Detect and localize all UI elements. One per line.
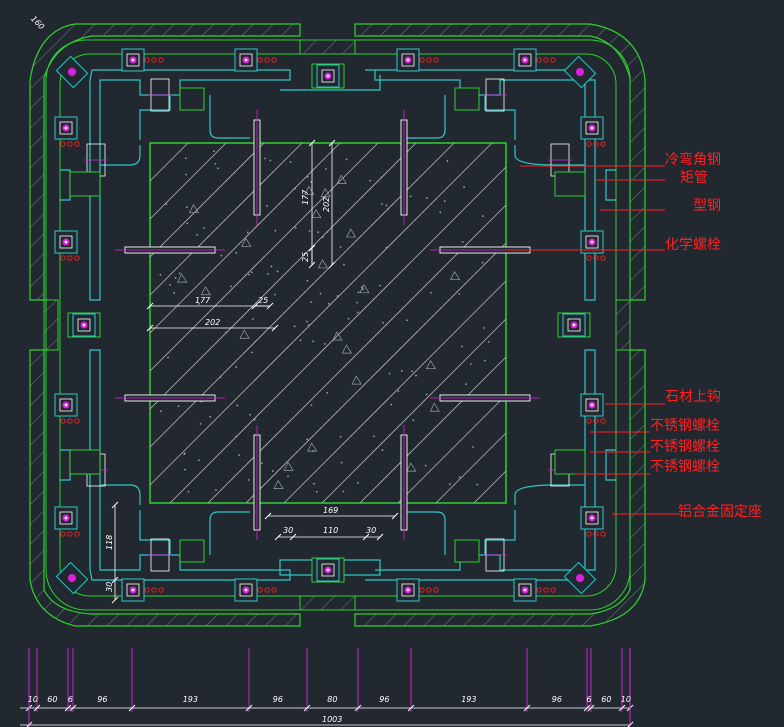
annotation-labels: 冷弯角钢 矩管 型钢 化学螺栓 石材上钩 不锈钢螺栓 不锈钢螺栓 不锈钢螺栓 铝…: [650, 151, 762, 520]
label-stone-hook: 石材上钩: [665, 389, 721, 405]
dim-h-202: 202: [205, 318, 220, 327]
label-cold-bent-angle: 冷弯角钢: [665, 151, 721, 168]
dim-b-169: 169: [323, 506, 338, 515]
stone-cladding: [29, 23, 646, 627]
dim-total: 1003: [322, 715, 342, 724]
dim-b-30a: 30: [283, 526, 293, 535]
label-ss-bolt-2: 不锈钢螺栓: [650, 439, 720, 455]
dim-bottom-0: 10: [28, 695, 38, 704]
label-alu-base: 铝合金固定座: [678, 504, 762, 520]
label-rect-tube: 矩管: [680, 170, 708, 186]
label-ss-bolt-1: 不锈钢螺栓: [650, 418, 720, 434]
dim-bottom-8: 193: [461, 695, 476, 704]
dimension-texts: 160 177 25 202 177 202 25 169 30 110 30 …: [28, 14, 631, 724]
label-section-steel: 型钢: [693, 198, 721, 214]
dim-v-25: 25: [301, 252, 310, 262]
dimension-lines: [20, 143, 630, 726]
label-ss-bolt-3: 不锈钢螺栓: [650, 459, 720, 475]
dim-b-30b: 30: [366, 526, 376, 535]
brackets: [54, 48, 606, 602]
dim-corner: 160: [29, 14, 46, 31]
dim-bottom-7: 96: [379, 695, 389, 704]
dim-bottom-2: 6: [68, 695, 73, 704]
dimension-ticks: [25, 139, 634, 727]
dim-bottom-9: 96: [552, 695, 562, 704]
dim-b-110: 110: [323, 526, 338, 535]
dim-bottom-6: 80: [327, 695, 337, 704]
dim-bottom-4: 193: [183, 695, 198, 704]
concrete-column: [149, 142, 507, 504]
dim-left-30: 30: [105, 582, 114, 592]
dim-bottom-1: 60: [47, 695, 57, 704]
leader-lines: [505, 165, 680, 515]
dim-left-118: 118: [105, 535, 114, 550]
dim-h-25: 25: [258, 296, 268, 305]
dim-bottom-10: 6: [586, 695, 591, 704]
dim-bottom-3: 96: [97, 695, 107, 704]
dim-v-177: 177: [301, 189, 310, 205]
label-chemical-bolt: 化学螺栓: [665, 237, 721, 253]
outer-outline: [45, 39, 631, 611]
dim-bottom-5: 96: [273, 695, 283, 704]
chemical-bolts: [115, 110, 540, 540]
dim-v-202: 202: [322, 197, 331, 212]
dim-bottom-11: 60: [601, 695, 611, 704]
dim-h-177: 177: [195, 296, 211, 305]
dim-bottom-12: 10: [621, 695, 631, 704]
